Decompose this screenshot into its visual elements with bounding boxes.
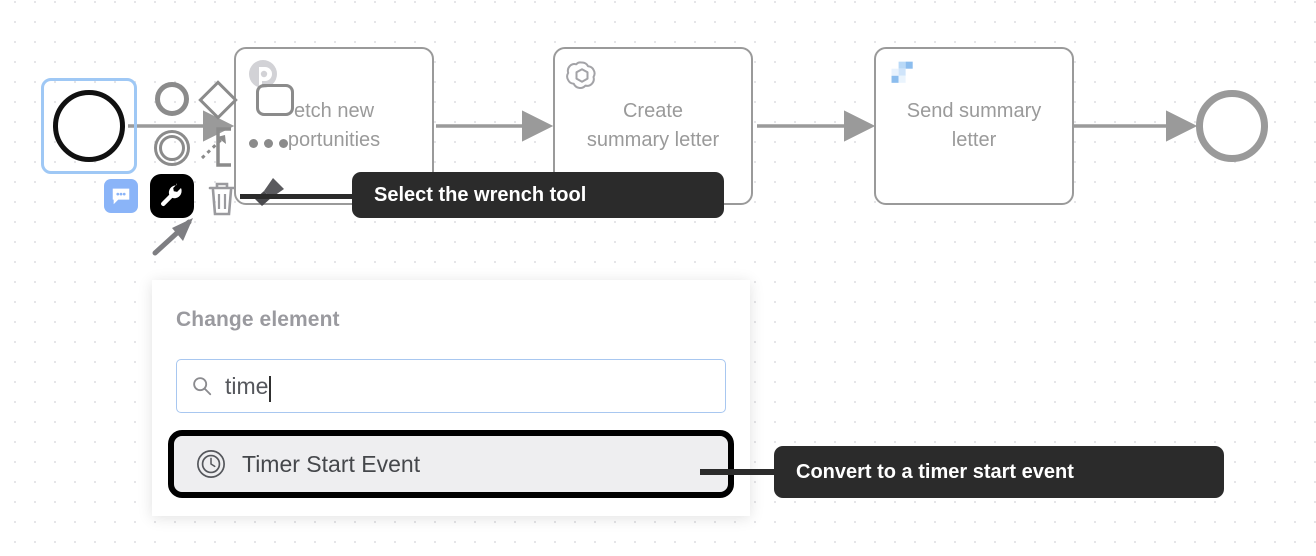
tooltip-wrench: Select the wrench tool bbox=[352, 172, 724, 218]
tooltip-wrench-leader bbox=[240, 194, 360, 199]
bracket-icon[interactable] bbox=[211, 126, 239, 168]
tooltip-timer-text: Convert to a timer start event bbox=[796, 460, 1074, 483]
task-label: Create summary letter bbox=[586, 100, 720, 151]
rounded-rect-icon[interactable] bbox=[256, 84, 294, 116]
search-input-value: time bbox=[225, 372, 269, 399]
search-input[interactable]: time bbox=[176, 359, 726, 413]
task-send-summary-letter[interactable]: Send summary letter bbox=[874, 47, 1074, 205]
text-caret bbox=[269, 376, 272, 402]
openai-icon bbox=[566, 61, 596, 89]
microsoft-squares-icon bbox=[891, 61, 913, 83]
end-event[interactable] bbox=[1196, 90, 1268, 162]
trash-icon[interactable] bbox=[205, 179, 239, 217]
wrench-icon[interactable] bbox=[150, 174, 194, 218]
tooltip-timer-leader bbox=[700, 469, 790, 475]
result-item-timer-start-event[interactable]: Timer Start Event bbox=[196, 448, 420, 480]
ellipsis-icon[interactable] bbox=[249, 139, 288, 148]
double-circle-icon[interactable] bbox=[154, 130, 190, 166]
circle-icon[interactable] bbox=[155, 82, 189, 116]
timer-start-event-icon bbox=[197, 450, 225, 478]
start-event-selection-outline bbox=[41, 78, 137, 174]
result-item-highlight[interactable] bbox=[168, 430, 734, 498]
popup-title: Change element bbox=[176, 308, 340, 331]
task-label: Send summary letter bbox=[906, 100, 1042, 151]
start-event[interactable] bbox=[53, 90, 125, 162]
result-item-label: Timer Start Event bbox=[242, 450, 421, 477]
cursor-arrow bbox=[152, 218, 193, 256]
task-label: etch new portunities bbox=[287, 100, 381, 151]
pipedrive-icon bbox=[249, 60, 277, 88]
task-fetch-new-opportunities[interactable]: etch new portunities bbox=[234, 47, 434, 205]
chat-bubble-icon[interactable] bbox=[104, 179, 138, 213]
change-element-popup[interactable]: Change element time Timer Start Event bbox=[152, 280, 750, 516]
double-circle-inner bbox=[159, 135, 185, 161]
search-icon bbox=[193, 377, 212, 396]
tooltip-timer: Convert to a timer start event bbox=[774, 446, 1224, 498]
tooltip-wrench-text: Select the wrench tool bbox=[374, 183, 587, 206]
